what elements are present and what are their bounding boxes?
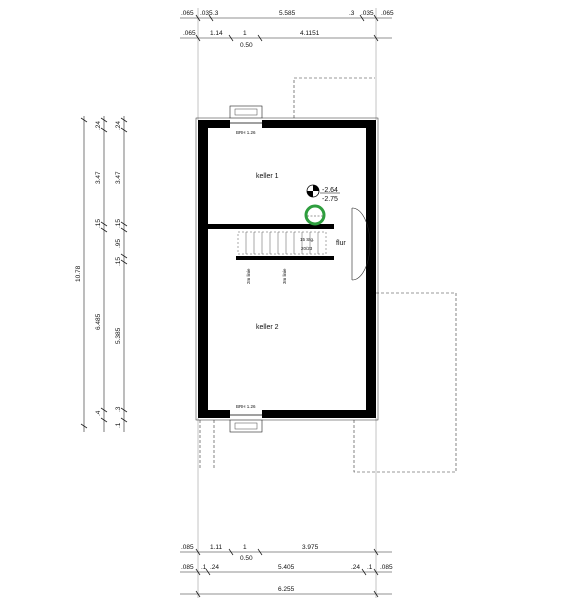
left-dimension-ticks [80, 117, 128, 429]
window-top [229, 105, 263, 128]
dim-left3-e: .15 [115, 257, 122, 266]
dim-top2-c: 1 [243, 30, 247, 37]
dim-top2-a: .065 [183, 30, 196, 37]
stair [237, 231, 327, 255]
level-upper: -2.64 [322, 187, 338, 194]
dim-top1-e: .3 [349, 10, 355, 17]
dim-bot1-sub: 0.50 [240, 555, 253, 562]
dim-left2-c: .15 [95, 219, 102, 228]
stair-line-right: 3m linie [282, 268, 287, 284]
top-dimension-row-1: .065 .035 .3 5.585 .3 .035 .065 [180, 10, 394, 22]
stair-line-left: 2m linie [246, 268, 251, 284]
dim-left2-d: 6.485 [95, 313, 102, 330]
dim-top1-b: .035 [200, 10, 213, 17]
dim-bot2-a: .085 [181, 564, 194, 571]
dim-bot1-b: 1.11 [210, 544, 223, 551]
dim-left2-b: 3.47 [95, 171, 102, 184]
dim-left3-d: .95 [115, 239, 122, 248]
window-bottom [229, 410, 263, 433]
dim-left3-a: .24 [115, 121, 122, 130]
dim-left2-a: .24 [95, 121, 102, 130]
dim-bot2-c: .24 [210, 564, 219, 571]
top-dimension-row-2: .065 1.14 1 4.1151 0.50 [180, 30, 392, 49]
exterior-walls [195, 117, 379, 421]
dim-bot2-e: .24 [351, 564, 360, 571]
dim-bot2-d: 5.405 [278, 564, 295, 571]
extension-lines [197, 8, 377, 598]
left-dimension-lines [83, 116, 125, 432]
level-marker [306, 184, 340, 198]
room-label-flur: flur [336, 240, 346, 247]
dim-top2-d: 4.1151 [300, 30, 320, 37]
window-bottom-label: BRH 1.26 [236, 404, 256, 409]
dim-top1-a: .065 [181, 10, 194, 17]
bottom-total-dimension: 6.255 [180, 586, 392, 598]
highlight-circle [304, 204, 326, 226]
dim-left3-b: 3.47 [115, 171, 122, 184]
dim-bottom-total: 6.255 [278, 586, 295, 593]
dashed-outlines [199, 77, 457, 473]
dim-top1-c: .3 [213, 10, 219, 17]
room-label-keller1: keller 1 [256, 173, 279, 180]
dim-bot2-f: .1 [367, 564, 373, 571]
dim-left3-f: 5.385 [115, 327, 122, 344]
dim-top1-d: 5.585 [279, 10, 296, 17]
dim-top2-sub: 0.50 [240, 42, 253, 49]
dim-left3-g: .3 [115, 406, 122, 412]
room-label-keller2: keller 2 [256, 324, 279, 331]
dim-bot1-c: 1 [243, 544, 247, 551]
dim-bot2-g: .085 [380, 564, 393, 571]
dim-left3-h: .1 [115, 422, 122, 428]
stair-ratio-label: 20/23 [301, 246, 313, 251]
dim-bot2-b: .1 [201, 564, 207, 571]
dim-left2-e: .4 [95, 410, 102, 416]
interior-walls [208, 224, 334, 260]
dim-left-total: 10.78 [75, 265, 82, 282]
dim-left3-c: .15 [115, 219, 122, 228]
bottom-dimension-row-1: .085 1.11 1 3.975 0.50 [180, 544, 392, 562]
stair-steps-label: 15 Stg. [300, 237, 314, 242]
level-lower: -2.75 [322, 196, 338, 203]
dim-bot1-a: .085 [181, 544, 194, 551]
door-flur [350, 206, 371, 284]
dim-top1-f: .035 [361, 10, 374, 17]
dim-top1-g: .065 [381, 10, 394, 17]
dim-top2-b: 1.14 [210, 30, 223, 37]
bottom-dimension-row-2: .085 .1 .24 5.405 .24 .1 .085 [180, 564, 393, 576]
dim-bot1-d: 3.975 [302, 544, 319, 551]
window-top-label: BRH 1.26 [236, 130, 256, 135]
